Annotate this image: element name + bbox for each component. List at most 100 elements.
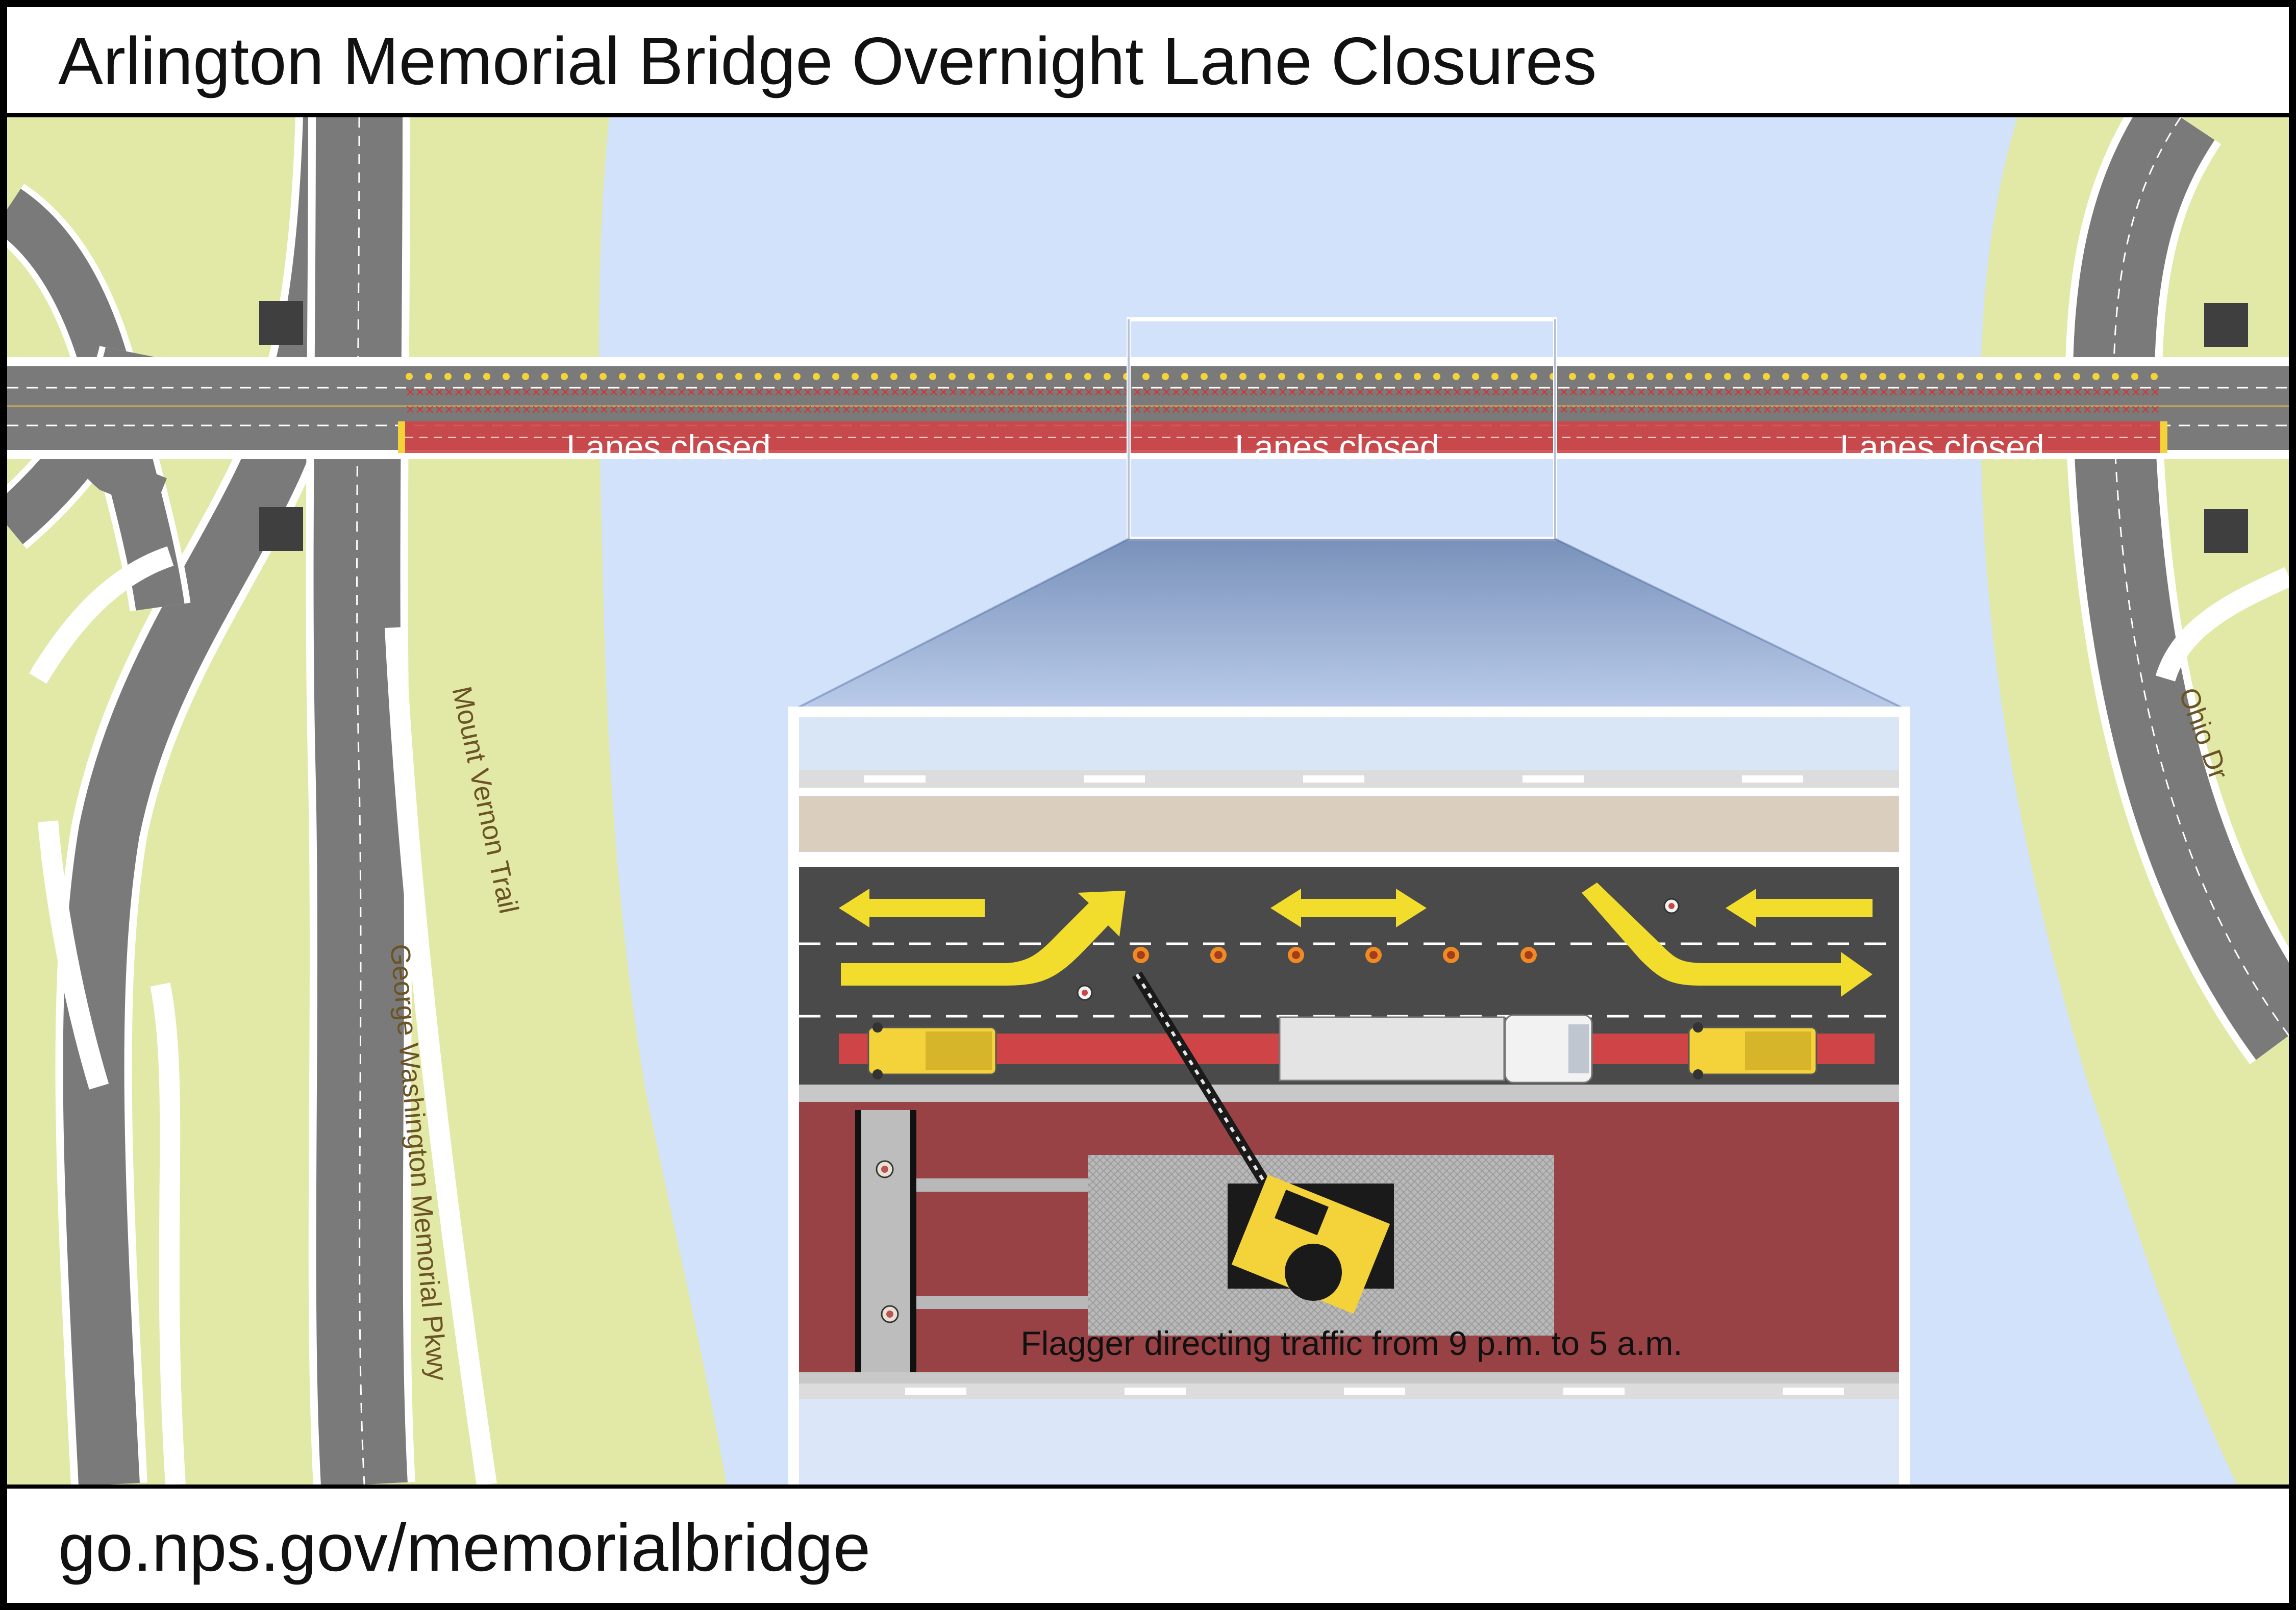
closed-lane-x-mark: × xyxy=(880,402,890,416)
closed-lane-x-mark: × xyxy=(570,402,580,416)
traffic-cone-icon xyxy=(716,373,723,380)
traffic-cone-icon xyxy=(1181,373,1188,380)
closed-lane-x-mark: × xyxy=(1142,385,1152,399)
traffic-cone-icon xyxy=(1957,373,1964,380)
closed-lane-x-mark: × xyxy=(1181,385,1191,399)
closed-lane-x-mark: × xyxy=(580,385,590,399)
closed-lane-x-mark: × xyxy=(560,402,570,416)
closed-lane-x-mark: × xyxy=(1772,402,1782,416)
traffic-cone-icon xyxy=(2131,373,2138,380)
closed-lane-x-mark: × xyxy=(967,402,978,416)
traffic-cone-icon xyxy=(1666,373,1673,380)
closed-lane-x-mark: × xyxy=(2092,385,2102,399)
inset-detail xyxy=(788,707,1910,1485)
closed-lane-x-mark: × xyxy=(1210,402,1220,416)
closed-lane-x-mark: × xyxy=(1287,402,1297,416)
traffic-cone-icon xyxy=(1724,373,1731,380)
traffic-cone-icon xyxy=(444,373,452,380)
traffic-cone-icon xyxy=(735,373,742,380)
closed-lane-x-mark: × xyxy=(1404,402,1414,416)
traffic-cone-icon xyxy=(541,373,548,380)
closed-lane-x-mark: × xyxy=(1811,402,1821,416)
closed-lane-x-mark: × xyxy=(1171,402,1181,416)
closed-lane-x-mark: × xyxy=(851,402,861,416)
closed-lane-x-mark: × xyxy=(434,402,444,416)
closed-lane-x-mark: × xyxy=(1782,385,1792,399)
closed-lane-x-mark: × xyxy=(1966,385,1976,399)
closed-lane-x-mark: × xyxy=(725,402,735,416)
closed-lane-x-mark: × xyxy=(1724,402,1734,416)
closed-lane-x-mark: × xyxy=(1520,385,1530,399)
closed-lane-x-mark: × xyxy=(1811,385,1821,399)
closed-lane-x-mark: × xyxy=(1229,402,1239,416)
traffic-cone-icon xyxy=(1297,373,1305,380)
traffic-cone-icon xyxy=(638,373,645,380)
bridge-pier-icon xyxy=(259,507,303,551)
website-url[interactable]: go.nps.gov/memorialbridge xyxy=(58,1510,871,1585)
closed-lane-x-mark: × xyxy=(638,385,648,399)
traffic-cone-icon xyxy=(503,373,510,380)
closed-lane-x-mark: × xyxy=(1636,402,1646,416)
closed-lane-x-mark: × xyxy=(502,402,512,416)
closed-lane-x-mark: × xyxy=(1617,385,1627,399)
closed-lane-x-mark: × xyxy=(1064,402,1075,416)
closed-lane-x-mark: × xyxy=(696,402,706,416)
traffic-cone-icon xyxy=(1142,373,1150,380)
closed-lane-x-mark: × xyxy=(900,385,910,399)
closed-lane-x-mark: × xyxy=(1345,385,1356,399)
closed-lane-x-mark: × xyxy=(1413,385,1424,399)
closed-lane-x-mark: × xyxy=(1646,385,1656,399)
closed-lane-x-mark: × xyxy=(754,402,764,416)
closed-lane-x-mark: × xyxy=(1946,385,1957,399)
traffic-arrows xyxy=(839,883,1873,997)
closed-lane-x-mark: × xyxy=(948,402,958,416)
closed-lane-x-mark: × xyxy=(2131,402,2141,416)
closed-lane-x-mark: × xyxy=(996,402,1007,416)
closed-lane-x-mark: × xyxy=(715,385,726,399)
closed-lane-x-mark: × xyxy=(1850,385,1860,399)
closed-lane-x-mark: × xyxy=(1336,402,1346,416)
closed-lane-x-mark: × xyxy=(1249,402,1259,416)
closed-lane-x-mark: × xyxy=(1462,402,1472,416)
traffic-cone-icon xyxy=(910,373,917,380)
closed-lane-x-mark: × xyxy=(1452,402,1462,416)
closed-lane-x-mark: × xyxy=(2150,385,2160,399)
lanes-closed-label-east: Lanes closed xyxy=(1840,428,2044,467)
traffic-cone-icon xyxy=(1007,373,1014,380)
traffic-cone-icon xyxy=(871,373,878,380)
closed-lane-x-mark: × xyxy=(1055,385,1065,399)
truck-icon xyxy=(867,1022,997,1079)
closed-lane-x-mark: × xyxy=(1772,385,1782,399)
closed-lane-x-mark: × xyxy=(1035,385,1045,399)
closed-lane-marks: ××××××××××××××××××××××××××××××××××××××××… xyxy=(405,385,2160,416)
closed-lane-x-mark: × xyxy=(2043,385,2054,399)
lanes-closed-label-center: Lanes closed xyxy=(1235,428,1439,467)
closed-lane-x-mark: × xyxy=(1481,385,1491,399)
closed-lane-x-mark: × xyxy=(1394,402,1404,416)
closed-lane-x-mark: × xyxy=(1888,385,1899,399)
traffic-cone-icon xyxy=(1104,373,1111,380)
worker-icon xyxy=(1663,898,1680,914)
arrow-icon xyxy=(1270,889,1427,927)
closed-lane-x-mark: × xyxy=(929,385,939,399)
arrow-icon xyxy=(839,889,985,927)
closed-lane-x-mark: × xyxy=(1026,385,1036,399)
closed-lane-x-mark: × xyxy=(1753,402,1763,416)
closed-lane-x-mark: × xyxy=(1026,402,1036,416)
traffic-cone-icon xyxy=(696,373,704,380)
closed-lane-x-mark: × xyxy=(851,385,861,399)
traffic-cone-icon xyxy=(1259,373,1266,380)
closed-lane-x-mark: × xyxy=(1103,385,1113,399)
closed-lane-x-mark: × xyxy=(773,385,784,399)
closed-lane-x-mark: × xyxy=(677,385,687,399)
closed-lane-x-mark: × xyxy=(706,385,716,399)
closed-lane-x-mark: × xyxy=(2005,402,2015,416)
closed-lane-x-mark: × xyxy=(1985,385,1995,399)
closed-lane-x-mark: × xyxy=(2073,402,2083,416)
closed-lane-x-mark: × xyxy=(425,385,435,399)
closed-lane-x-mark: × xyxy=(570,385,580,399)
footer: go.nps.gov/memorialbridge xyxy=(7,1485,2289,1603)
closed-lane-x-mark: × xyxy=(870,385,881,399)
closed-lane-x-mark: × xyxy=(841,385,852,399)
closed-lane-x-mark: × xyxy=(454,402,464,416)
